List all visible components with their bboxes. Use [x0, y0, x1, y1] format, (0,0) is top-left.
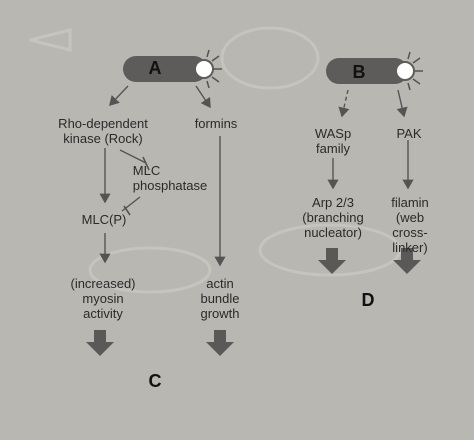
inhibit-rock-mlc-phosphatase — [119, 149, 147, 164]
block-arrow-arp — [318, 248, 346, 274]
pill-a — [123, 49, 222, 89]
block-arrow-actin — [206, 330, 234, 356]
wasp-family-label: WASp family — [314, 126, 352, 156]
mlc-p-label: MLC(P) — [81, 212, 127, 227]
background-cell-sketch — [29, 26, 402, 294]
block-arrow-myosin — [86, 330, 114, 356]
label-b: B — [352, 62, 366, 82]
pill-b — [326, 51, 423, 91]
arrow-b-to-wasp — [338, 89, 350, 118]
arp23-label: Arp 2/3 (branching nucleator) — [302, 195, 364, 240]
panel-c-letter: C — [148, 371, 162, 391]
actin-bundle-label: actin bundle growth — [200, 276, 240, 321]
myosin-activity-label: (increased) myosin activity — [70, 276, 136, 321]
arrow-b-to-pak — [396, 89, 408, 118]
mlc-phosphatase-label: MLC phosphatase — [132, 163, 208, 193]
arrow-a-to-formins — [195, 85, 211, 109]
formins-label: formins — [194, 116, 238, 131]
filamin-label: filamin (web cross-linker) — [391, 195, 429, 255]
panel-d-letter: D — [361, 290, 375, 310]
arrow-a-to-rock — [109, 85, 129, 107]
rho-kinase-label: Rho-dependent kinase (Rock) — [58, 116, 148, 146]
block-arrow-filamin — [393, 248, 421, 274]
pak-label: PAK — [396, 126, 422, 141]
label-a: A — [148, 58, 162, 78]
inhibit-mlc-phosphatase-mlcp — [121, 196, 141, 212]
